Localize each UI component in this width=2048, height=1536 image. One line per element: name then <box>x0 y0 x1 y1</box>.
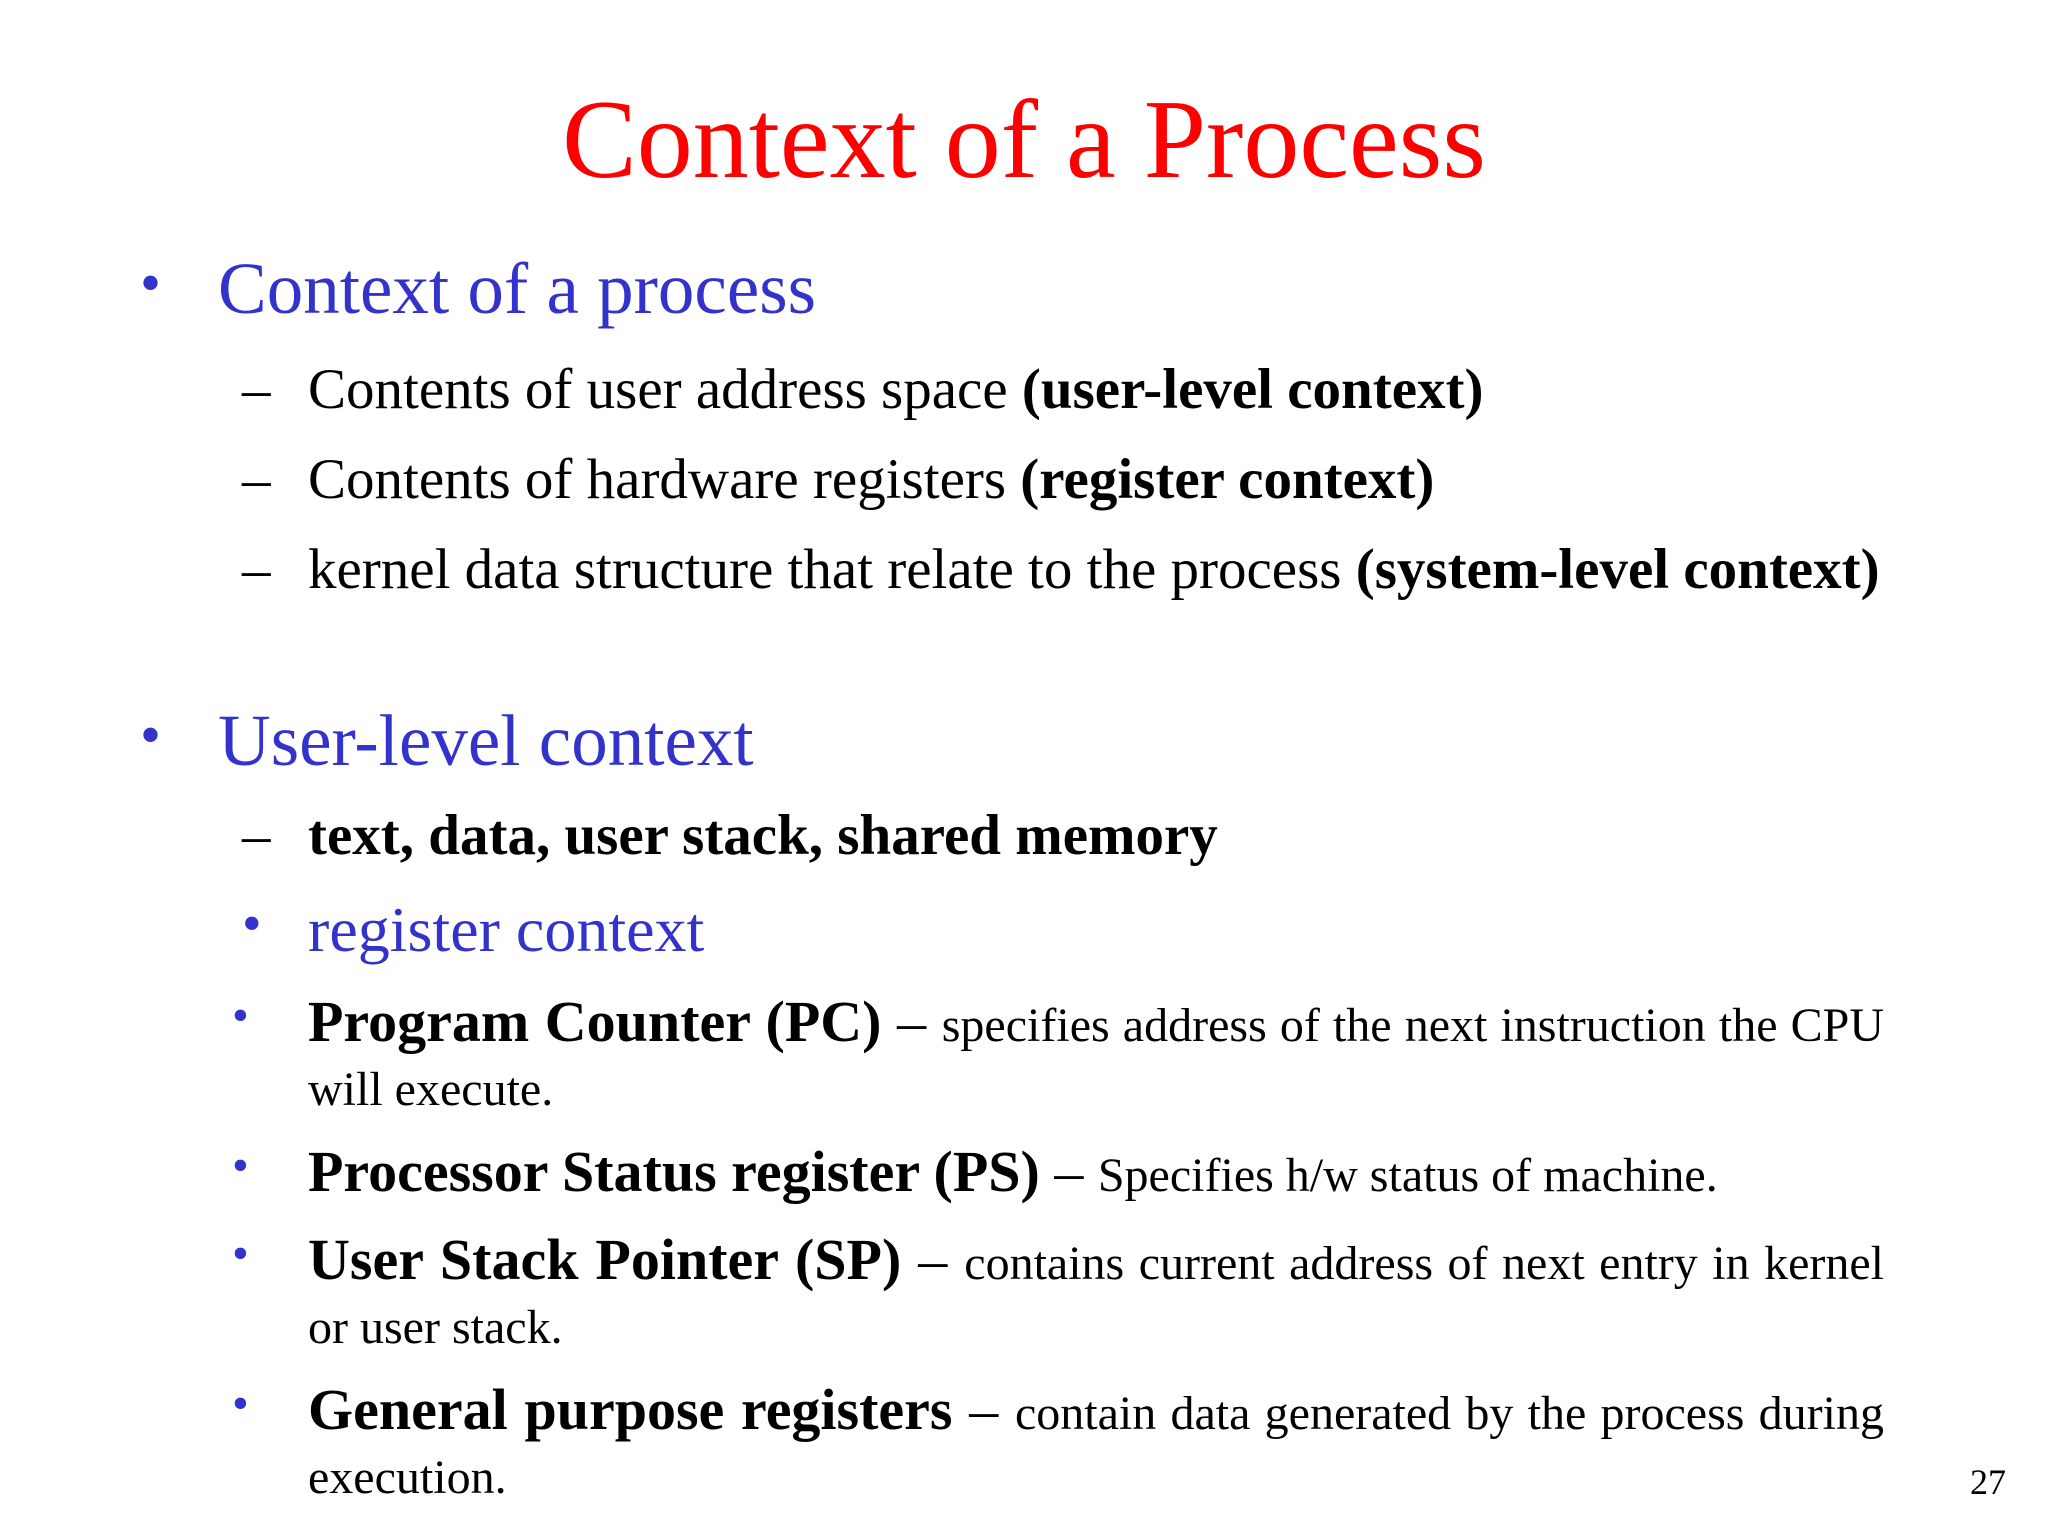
sub-item-text: kernel data structure that relate to the… <box>308 538 1356 601</box>
register-term: User Stack Pointer (SP) <box>308 1227 902 1292</box>
register-item-processor-status: • Processor Status register (PS) – Speci… <box>232 1139 1884 1208</box>
register-desc: specifies address of the next instructio… <box>308 999 1885 1116</box>
register-term: General purpose registers <box>308 1377 953 1442</box>
dash-icon: – <box>242 538 271 601</box>
bullet-icon: • <box>242 893 262 955</box>
register-item-program-counter: • Program Counter (PC) – specifies addre… <box>232 989 1885 1122</box>
bullet-context-of-a-process: • Context of a process <box>140 244 817 334</box>
register-sep: – <box>881 989 942 1054</box>
sub-item-bold: (user-level context) <box>1021 358 1484 421</box>
sub-item-text-data-stack: – text, data, user stack, shared memory <box>242 798 1884 874</box>
dash-icon: – <box>242 448 271 511</box>
bullet-user-level-context: • User-level context <box>140 696 754 786</box>
sub-item-hardware-registers: – Contents of hardware registers (regist… <box>242 442 1884 518</box>
sub-item-bold: text, data, user stack, shared memory <box>308 804 1218 867</box>
dash-icon: – <box>242 804 271 867</box>
bullet-register-context: • register context <box>242 890 705 970</box>
sub-item-user-address-space: – Contents of user address space (user-l… <box>242 352 1884 428</box>
bullet-heading: User-level context <box>218 700 754 781</box>
register-sep: – <box>1039 1139 1098 1204</box>
bullet-heading: Context of a process <box>218 248 817 329</box>
bullet-icon: • <box>232 1139 249 1192</box>
bullet-icon: • <box>232 1227 249 1280</box>
bullet-icon: • <box>232 1377 249 1430</box>
page-number: 27 <box>1970 1462 2006 1502</box>
register-term: Processor Status register (PS) <box>308 1139 1040 1204</box>
register-desc: Specifies h/w status of machine. <box>1097 1149 1718 1202</box>
sub-item-bold: (system-level context) <box>1355 538 1880 601</box>
register-term: Program Counter (PC) <box>308 989 882 1054</box>
bullet-icon: • <box>232 989 249 1042</box>
register-desc: contains current address of next entry i… <box>308 1237 1884 1354</box>
sub-item-text: Contents of hardware registers <box>308 448 1021 511</box>
register-item-user-stack-pointer: • User Stack Pointer (SP) – contains cur… <box>232 1227 1884 1360</box>
dash-icon: – <box>242 358 271 421</box>
bullet-icon: • <box>140 702 162 768</box>
sub-item-kernel-data-structure: – kernel data structure that relate to t… <box>242 532 1884 608</box>
slide-title: Context of a Process <box>562 78 1486 202</box>
sub-item-text: Contents of user address space <box>308 358 1022 421</box>
register-sep: – <box>952 1377 1015 1442</box>
register-sep: – <box>901 1227 965 1292</box>
register-item-general-purpose: • General purpose registers – contain da… <box>232 1377 1884 1510</box>
bullet-icon: • <box>140 250 162 316</box>
sub-item-bold: (register context) <box>1020 448 1435 511</box>
register-desc: contain data generated by the process du… <box>308 1387 1884 1504</box>
bullet-heading: register context <box>308 894 705 965</box>
